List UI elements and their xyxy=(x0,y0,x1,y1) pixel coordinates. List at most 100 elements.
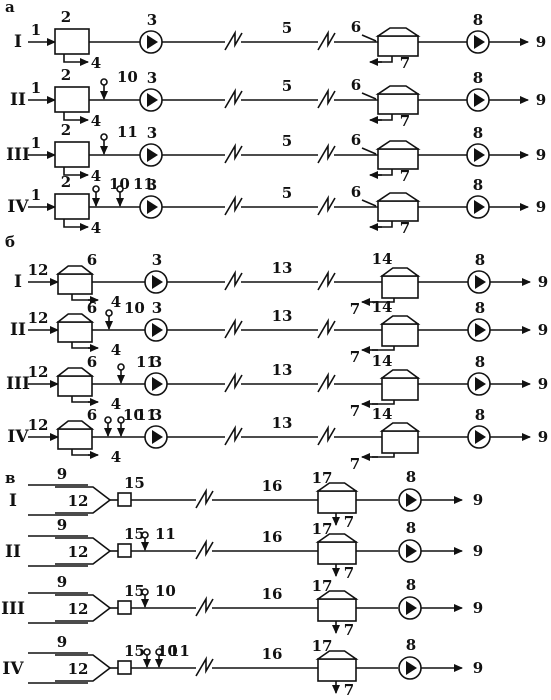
a-row-4-inlet-label: 1 xyxy=(31,186,41,204)
a-row-4-drain-line xyxy=(378,221,393,228)
b-row-1-tank-roof xyxy=(379,267,421,277)
a-row-3-tank xyxy=(377,148,419,170)
c-row-3-tank-roof xyxy=(315,590,359,600)
b-row-4-pump-triangle xyxy=(152,430,163,444)
b-row-3-pump-triangle xyxy=(152,377,163,391)
a-row-1-tank-leader xyxy=(361,34,377,42)
b-row-1-unit xyxy=(57,273,93,295)
c-row-4-inlet-bottom-label: 12 xyxy=(68,660,89,678)
section-label-0: а xyxy=(5,0,15,16)
b-row-2-out-pump-triangle xyxy=(475,323,486,337)
b-row-4-tank-label: 14 xyxy=(372,405,393,423)
a-row-4-pump-triangle xyxy=(147,200,158,214)
a-row-2-tank-leader xyxy=(361,92,377,100)
c-row-2-out-pump-triangle xyxy=(406,544,417,558)
b-row-3-unit-roof xyxy=(55,367,95,377)
a-row-2-unit-label: 2 xyxy=(61,66,71,84)
b-row-4-unit-roof xyxy=(55,420,95,430)
a-row-2-inlet-label: 1 xyxy=(31,79,41,97)
a-row-2-pump-label: 3 xyxy=(147,69,157,87)
a-row-2-break-1 xyxy=(224,88,243,109)
a-row-1-out-pump-triangle xyxy=(474,35,485,49)
section-label-2: в xyxy=(5,469,15,487)
c-row-3-injection-1-head xyxy=(141,588,149,596)
a-row-3-out-pump-triangle xyxy=(474,148,485,162)
c-row-4-roman: IV xyxy=(2,659,24,679)
b-row-1-inlet-label: 12 xyxy=(28,261,49,279)
a-row-1-side-line xyxy=(63,54,86,63)
b-row-3-pipe-label: 13 xyxy=(272,361,293,379)
b-row-2-tank-label: 14 xyxy=(372,298,393,316)
a-row-1-break-2 xyxy=(317,30,336,51)
b-row-4-injection-1-head xyxy=(104,416,112,424)
b-row-2-injection-label-1: 10 xyxy=(124,299,145,317)
a-row-1-pump-triangle xyxy=(147,35,158,49)
b-row-3-injection-label-1: 11 xyxy=(136,353,157,371)
c-row-1-tank-roof xyxy=(315,482,359,492)
b-row-2-out-label: 9 xyxy=(538,321,548,339)
b-row-3-drain-line xyxy=(372,400,395,405)
c-row-3-inlet-bottom-label: 12 xyxy=(68,600,89,618)
b-row-3-out-label: 9 xyxy=(538,375,548,393)
c-row-3-roman: III xyxy=(1,599,25,619)
a-row-4-unit-label: 2 xyxy=(61,173,71,191)
b-row-3-tank xyxy=(381,377,419,401)
b-row-1-out-pump-label: 8 xyxy=(475,251,485,269)
c-row-3-injection-label-1: 10 xyxy=(155,582,176,600)
a-row-1-break-1 xyxy=(224,30,243,51)
a-row-4-tank xyxy=(377,200,419,222)
b-row-4-out-pump-triangle xyxy=(475,430,486,444)
a-row-2-pipe-label: 5 xyxy=(282,77,292,95)
c-row-4-out-pump-label: 8 xyxy=(406,636,416,654)
b-row-2-inlet-label: 12 xyxy=(28,309,49,327)
b-row-4-injection-label-2: 11 xyxy=(136,406,157,424)
b-row-1-tank xyxy=(381,275,419,299)
c-row-4-injection-label-2: 11 xyxy=(169,642,190,660)
a-row-3-unit xyxy=(54,141,90,168)
c-row-4-injection-2-head xyxy=(155,648,163,656)
b-row-1-pipe-label: 13 xyxy=(272,259,293,277)
a-row-3-drain-line xyxy=(378,169,393,176)
b-row-3-roman: III xyxy=(6,374,30,394)
b-row-3-inlet-label: 12 xyxy=(28,363,49,381)
c-row-2-inlet-bottom-label: 12 xyxy=(68,543,89,561)
b-row-1-break-2 xyxy=(317,270,336,291)
c-row-1-mixer-label: 15 xyxy=(124,474,145,492)
a-row-4-roman: IV xyxy=(7,197,29,217)
a-row-4-injection-label-1: 10 xyxy=(109,175,130,193)
b-row-1-roman: I xyxy=(14,272,22,292)
b-row-3-side-label: 4 xyxy=(111,395,121,413)
a-row-3-unit-label: 2 xyxy=(61,121,71,139)
b-row-4-drain-label: 7 xyxy=(350,455,360,473)
a-row-3-injection-label-1: 11 xyxy=(117,123,138,141)
b-row-4-pipe-label: 13 xyxy=(272,414,293,432)
a-row-3-inlet-label: 1 xyxy=(31,134,41,152)
b-row-4-out-pump-label: 8 xyxy=(475,406,485,424)
a-row-1-tank xyxy=(377,35,419,57)
a-row-1-out-label: 9 xyxy=(536,33,546,51)
a-row-2-roman: II xyxy=(10,90,26,110)
a-row-1-inlet-label: 1 xyxy=(31,21,41,39)
c-row-4-inlet-top-label: 9 xyxy=(57,633,67,651)
c-row-3-pipe-label: 16 xyxy=(262,585,283,603)
b-row-3-out-pump-label: 8 xyxy=(475,353,485,371)
a-row-1-drain-line xyxy=(378,56,393,63)
b-row-1-break-1 xyxy=(224,270,243,291)
c-row-4-out-label: 9 xyxy=(473,659,483,677)
c-row-2-roman: II xyxy=(5,542,21,562)
a-row-4-drain-label: 7 xyxy=(400,219,410,237)
b-row-2-break-2 xyxy=(317,318,336,339)
c-row-3-out-label: 9 xyxy=(473,599,483,617)
a-row-3-roman: III xyxy=(6,145,30,165)
b-row-2-drain-line xyxy=(372,346,395,351)
c-row-3-mixer-label: 15 xyxy=(124,582,145,600)
a-row-3-injection-1-head xyxy=(100,133,108,141)
a-row-1-tank-label: 6 xyxy=(351,18,361,36)
c-row-4-pipe-label: 16 xyxy=(262,645,283,663)
b-row-2-side-line xyxy=(71,342,96,349)
c-row-3-mixer-box xyxy=(117,600,132,615)
c-row-4-injection-1-head xyxy=(143,648,151,656)
a-row-2-drain-line xyxy=(378,114,393,121)
a-row-4-pipe-label: 5 xyxy=(282,184,292,202)
a-row-4-tank-label: 6 xyxy=(351,183,361,201)
